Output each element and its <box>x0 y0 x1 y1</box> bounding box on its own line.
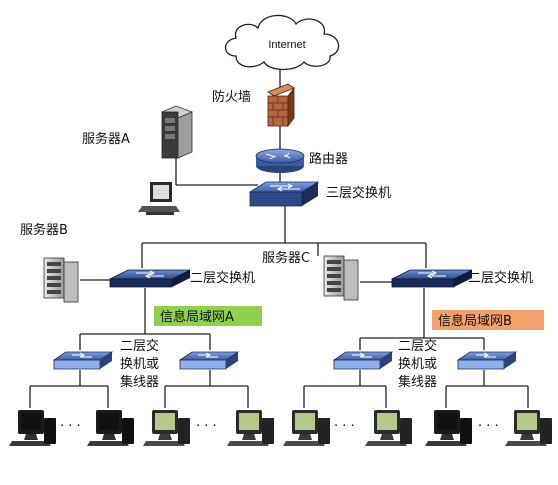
access-label-a: 二层交 换机或 集线器 <box>120 338 159 390</box>
switch-icon <box>248 181 320 207</box>
ellipsis-a1: · · · <box>60 419 81 434</box>
ellipsis-b2: · · · <box>478 419 499 434</box>
access-a-line-1: 二层交 <box>120 338 159 354</box>
lan-b-badge: 信息局域网B <box>432 310 544 330</box>
server-b: 服务器B <box>20 222 79 303</box>
l2-switch-a-label: 二层交换机 <box>190 270 255 286</box>
server-a-label: 服务器A <box>82 131 130 147</box>
server-a: 服务器A <box>82 105 194 159</box>
firewall-label: 防火墙 <box>212 89 251 105</box>
pc-icon <box>143 410 190 446</box>
switch-icon <box>457 351 517 370</box>
server-icon <box>160 105 194 159</box>
access-a-line-3: 集线器 <box>120 374 159 390</box>
server-b-label: 服务器B <box>20 222 68 238</box>
pc-icon <box>138 182 180 215</box>
server-icon <box>43 257 79 303</box>
ellipsis-a2: · · · <box>196 419 217 434</box>
pc-group-b1: · · · <box>283 410 412 446</box>
firewall-icon <box>267 83 295 128</box>
router-icon <box>255 148 305 173</box>
pc-group-a1: · · · <box>9 410 134 446</box>
access-b-line-3: 集线器 <box>398 374 437 390</box>
admin-pc <box>138 182 180 215</box>
l2-switch-b: 二层交换机 <box>391 269 533 288</box>
access-b-line-1: 二层交 <box>398 338 437 354</box>
l2-switch-b-label: 二层交换机 <box>468 270 533 286</box>
internet-cloud: Internet <box>224 14 340 71</box>
l3-switch: 三层交换机 <box>248 181 391 207</box>
server-icon <box>323 255 359 301</box>
switch-icon <box>391 269 473 288</box>
lan-a-label: 信息局域网A <box>160 309 234 325</box>
l2-switch-a: 二层交换机 <box>109 269 255 288</box>
cloud-icon <box>224 14 340 71</box>
access-switch-a2 <box>179 351 239 370</box>
pc-group-a2: · · · <box>143 410 274 446</box>
switch-icon <box>109 269 191 288</box>
switch-icon <box>53 351 113 370</box>
pc-icon <box>425 410 472 446</box>
access-switch-b1 <box>333 351 393 370</box>
access-b-line-2: 换机或 <box>398 357 437 372</box>
pc-icon <box>227 410 274 446</box>
l3-switch-label: 三层交换机 <box>326 185 391 201</box>
router-label: 路由器 <box>309 151 348 167</box>
pc-icon <box>283 410 330 446</box>
pc-icon <box>365 410 412 446</box>
access-label-b: 二层交 换机或 集线器 <box>398 338 437 390</box>
access-switch-a1 <box>53 351 113 370</box>
router: 路由器 <box>255 148 348 173</box>
ellipsis-b1: · · · <box>334 419 355 434</box>
server-c: 服务器C <box>262 250 359 301</box>
access-switch-b2 <box>457 351 517 370</box>
server-c-label: 服务器C <box>262 250 310 266</box>
connection-lines <box>29 62 529 408</box>
access-a-line-2: 换机或 <box>120 357 159 372</box>
internet-label: Internet <box>268 39 305 51</box>
lan-b-label: 信息局域网B <box>438 313 512 329</box>
pc-icon <box>9 410 56 446</box>
lan-a-badge: 信息局域网A <box>154 306 262 326</box>
firewall: 防火墙 <box>212 83 295 128</box>
pc-icon <box>87 410 134 446</box>
pc-group-b2: · · · <box>425 410 552 446</box>
pc-icon <box>505 410 552 446</box>
switch-icon <box>179 351 239 370</box>
switch-icon <box>333 351 393 370</box>
